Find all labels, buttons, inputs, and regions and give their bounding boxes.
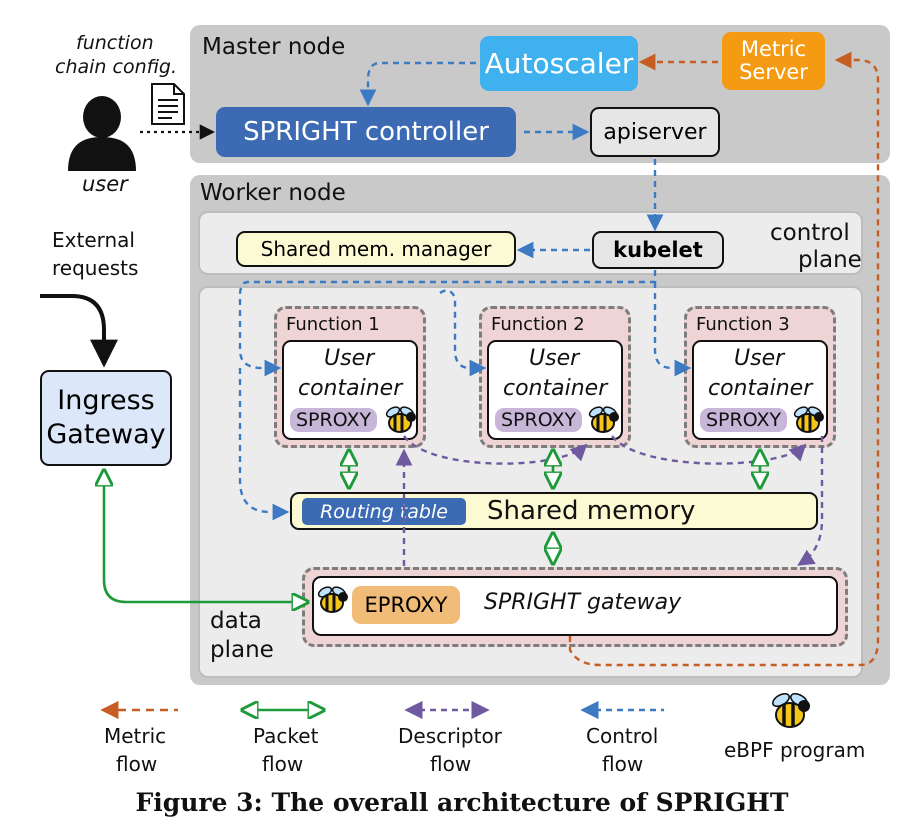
- bee-icon: [793, 406, 824, 433]
- ingress-gateway-label-2: Gateway: [46, 419, 166, 450]
- spright-controller-label: SPRIGHT controller: [243, 117, 489, 147]
- master-node-title: Master node: [202, 34, 346, 60]
- config-label-1: function: [76, 32, 154, 54]
- data-plane-label-2: plane: [210, 637, 274, 663]
- legend-ebpf-label: eBPF program: [724, 738, 866, 762]
- legend-metric-label-2: flow: [116, 752, 158, 776]
- autoscaler-label: Autoscaler: [484, 47, 634, 80]
- config-label-2: chain config.: [55, 56, 177, 78]
- legend-bee-icon: [772, 692, 810, 728]
- metric-server-box: Metric Server: [722, 32, 825, 90]
- external-requests-label-1: External: [52, 228, 135, 252]
- function-1-user-label: User: [324, 346, 375, 371]
- function-3-container-label: container: [708, 376, 813, 401]
- bee-icon: [588, 406, 619, 433]
- eproxy-box: EPROXY: [352, 586, 460, 624]
- bee-icon: [385, 406, 416, 433]
- legend-descriptor-label-1: Descriptor: [398, 724, 502, 748]
- user-label: user: [82, 172, 128, 196]
- function-3-title: Function 3: [696, 314, 790, 335]
- function-2-user-label: User: [529, 346, 580, 371]
- figure-caption: Figure 3: The overall architecture of SP…: [135, 788, 789, 817]
- shared-memory-label: Shared memory: [487, 496, 696, 526]
- spright-controller-box: SPRIGHT controller: [216, 107, 516, 157]
- bee-icon: [317, 586, 348, 613]
- legend-packet-label-2: flow: [262, 752, 304, 776]
- eproxy-label: EPROXY: [364, 593, 448, 617]
- function-2-container-label: container: [503, 376, 608, 401]
- function-1-title: Function 1: [286, 314, 380, 335]
- legend-descriptor-label-2: flow: [430, 752, 472, 776]
- ingress-gateway-label-1: Ingress: [57, 385, 155, 416]
- shared-mem-manager-label: Shared mem. manager: [260, 237, 492, 261]
- ingress-gateway-box: Ingress Gateway: [40, 370, 172, 466]
- legend-control-label-1: Control: [586, 724, 659, 748]
- function-2-sproxy: SPROXY: [495, 408, 583, 432]
- legend-metric-label-1: Metric: [104, 724, 167, 748]
- function-3-user-label: User: [734, 346, 785, 371]
- apiserver-box: apiserver: [590, 107, 720, 157]
- apiserver-label: apiserver: [603, 119, 707, 145]
- shared-mem-manager-box: Shared mem. manager: [236, 231, 516, 267]
- function-1-container-label: container: [298, 376, 403, 401]
- legend-packet-label-1: Packet: [253, 724, 319, 748]
- data-plane-label-1: data: [210, 608, 262, 634]
- autoscaler-box: Autoscaler: [480, 36, 638, 91]
- function-2-title: Function 2: [491, 314, 585, 335]
- control-plane-label-2: plane: [798, 247, 862, 273]
- routing-table-label: Routing table: [320, 500, 448, 523]
- legend-control-label-2: flow: [602, 752, 644, 776]
- metric-server-label-1: Metric: [740, 37, 807, 61]
- worker-node-title: Worker node: [200, 180, 346, 206]
- control-plane-label-1: control: [770, 220, 850, 246]
- kubelet-box: kubelet: [592, 231, 724, 269]
- function-3-sproxy: SPROXY: [700, 408, 788, 432]
- user-icon: [68, 96, 136, 171]
- document-icon: [151, 83, 185, 125]
- function-1-sproxy: SPROXY: [290, 408, 378, 432]
- kubelet-label: kubelet: [613, 238, 703, 262]
- external-requests-label-2: requests: [52, 256, 139, 280]
- routing-table-box: Routing table: [302, 498, 466, 525]
- spright-gateway-label: SPRIGHT gateway: [484, 590, 682, 615]
- metric-server-label-2: Server: [739, 60, 808, 84]
